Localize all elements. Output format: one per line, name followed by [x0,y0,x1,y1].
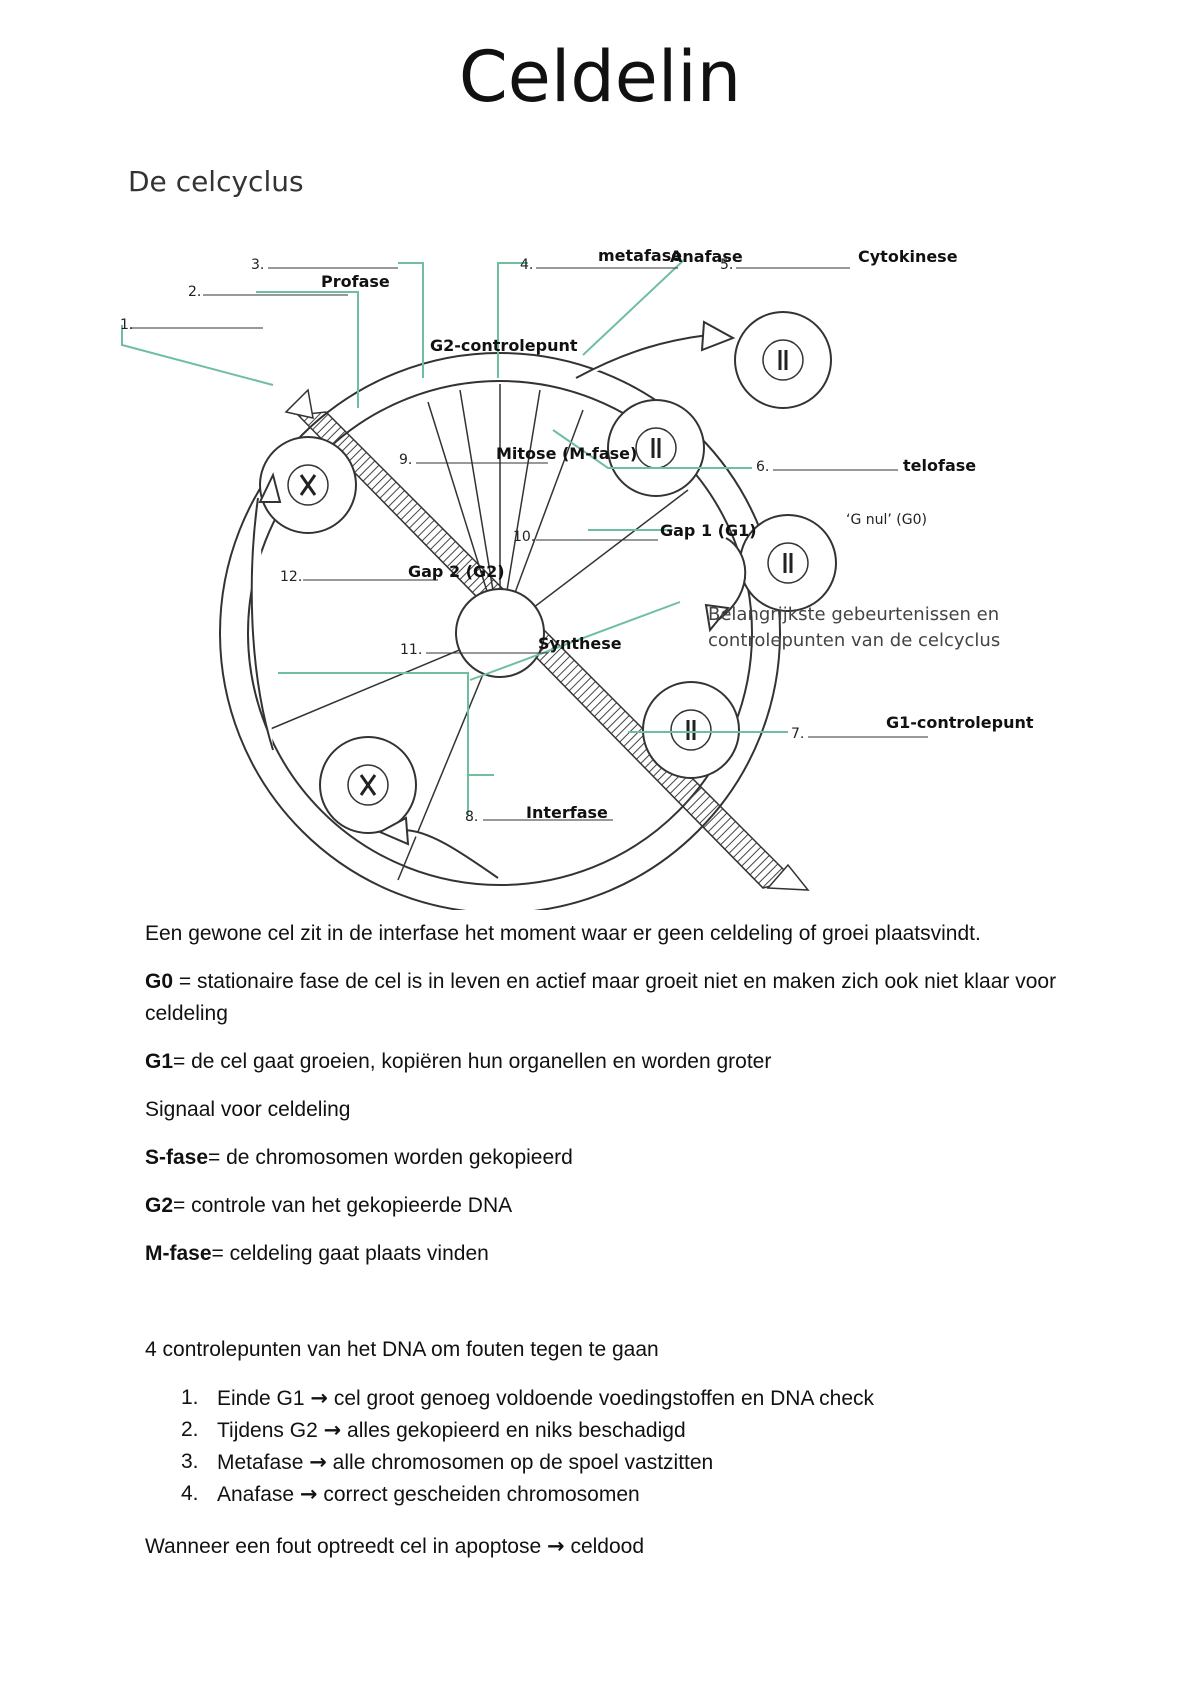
diagram-subtitle: De celcyclus [128,165,304,198]
list-item-text: cel groot genoeg voldoende voedingstoffe… [328,1387,875,1410]
arrow-right-icon: → [299,1482,318,1506]
blank-number-2: 2. [188,284,202,300]
diagram-caption-line2: controlepunten van de celcyclus [708,630,1001,651]
list-item-label: Tijdens G2 [217,1419,318,1442]
blank-number-7: 7. [791,726,805,742]
blank-number-10: 10. [513,529,536,545]
cycle-arrows [250,320,747,879]
list-item-number: 4. [181,1482,199,1505]
g0-paragraph: G0 = stationaire fase de cel is in leven… [145,966,1095,1030]
blank-number-4: 4. [520,257,534,273]
arrow-right-icon: → [323,1418,342,1442]
answer-synthese: Synthese [538,634,622,653]
answer-metafase: metafase [598,246,683,265]
g0-note: ‘G nul’ (G0) [846,512,927,528]
intro-paragraph: Een gewone cel zit in de interfase het m… [145,922,981,945]
blank-number-3: 3. [251,257,265,273]
blank-number-1: 1. [120,317,134,333]
m-phase-definition: = celdeling gaat plaats vinden [211,1242,489,1265]
m-phase-paragraph: M-fase= celdeling gaat plaats vinden [145,1238,1095,1270]
s-phase-paragraph: S-fase= de chromosomen worden gekopieerd [145,1142,1095,1174]
nuclei [287,339,809,806]
g2-definition: = controle van het gekopieerde DNA [173,1194,513,1217]
list-item: 4. Anafase → correct gescheiden chromoso… [145,1478,1095,1510]
answer-anafase: Anafase [670,247,743,266]
leader-lines [121,257,788,815]
g1-definition: = de cel gaat groeien, kopiëren hun orga… [173,1050,772,1073]
g0-definition: = stationaire fase de cel is in leven en… [145,970,1057,1025]
arrow-right-icon: → [547,1534,565,1558]
arrow-right-icon: → [309,1450,327,1474]
g1-paragraph: G1= de cel gaat groeien, kopiëren hun or… [145,1046,1095,1078]
blank-number-8: 8. [465,809,479,825]
cell-cycle-drawing [121,257,928,914]
blank-number-6: 6. [756,459,770,475]
list-item: 3. Metafase → alle chromosomen op de spo… [145,1446,1095,1478]
answer-gap2: Gap 2 (G2) [408,562,505,581]
answer-mitose: Mitose (M-fase) [496,444,638,463]
blank-number-9: 9. [399,452,413,468]
center-node [455,588,545,678]
diagram-caption-line1: Belangrijkste gebeurtenissen en [708,604,1000,625]
chromosomes [299,350,793,796]
checkpoints-list: 1. Einde G1 → cel groot genoeg voldoende… [145,1382,1095,1510]
answer-telofase: telofase [903,456,977,475]
g0-term: G0 [145,970,174,993]
blank-number-12: 12. [280,569,303,585]
apoptosis-text: Wanneer een fout optreedt cel in apoptos… [145,1535,542,1558]
checkpoints-intro: 4 controlepunten van het DNA om fouten t… [145,1338,659,1361]
signal-paragraph: Signaal voor celdeling [145,1098,351,1121]
cell-cycle-diagram: De celcyclus 1. 2. 3. 4. 5. 6. 7. 8. 9. … [108,150,1098,914]
answer-gap1: Gap 1 (G1) [660,521,757,540]
list-item: 1. Einde G1 → cel groot genoeg voldoende… [145,1382,1095,1414]
list-item-label: Anafase [217,1483,295,1506]
g2-term: G2 [145,1194,174,1217]
list-item-text: correct gescheiden chromosomen [317,1483,640,1506]
g2-paragraph: G2= controle van het gekopieerde DNA [145,1190,1095,1222]
list-item-number: 1. [181,1386,199,1409]
list-item-number: 2. [181,1418,199,1441]
answer-g2-controlepunt: G2-controlepunt [430,336,578,355]
list-item-label: Metafase [217,1451,304,1474]
apoptosis-result: celdood [564,1535,645,1558]
list-item-label: Einde G1 [217,1387,305,1410]
s-phase-term: S-fase [145,1146,209,1169]
m-phase-term: M-fase [145,1242,212,1265]
page-title-line1: Celdelin [458,36,742,118]
cells [259,311,837,834]
apoptosis-paragraph: Wanneer een fout optreedt cel in apoptos… [145,1530,1095,1563]
arrow-right-icon: → [310,1386,329,1410]
list-item: 2. Tijdens G2 → alles gekopieerd en niks… [145,1414,1095,1446]
answer-g1-controlepunt: G1-controlepunt [886,713,1034,732]
list-item-text: alle chromosomen op de spoel vastzitten [326,1451,714,1474]
list-item-number: 3. [181,1450,199,1473]
list-item-text: alles gekopieerd en niks beschadigd [341,1419,686,1442]
answer-blanks [130,267,928,821]
blank-number-11: 11. [400,642,423,658]
answer-profase: Profase [321,272,390,291]
answer-interfase: Interfase [526,803,608,822]
blank-number-5: 5. [720,257,734,273]
answer-cytokinese: Cytokinese [858,247,958,266]
g1-term: G1 [145,1050,174,1073]
s-phase-definition: = de chromosomen worden gekopieerd [208,1146,573,1169]
